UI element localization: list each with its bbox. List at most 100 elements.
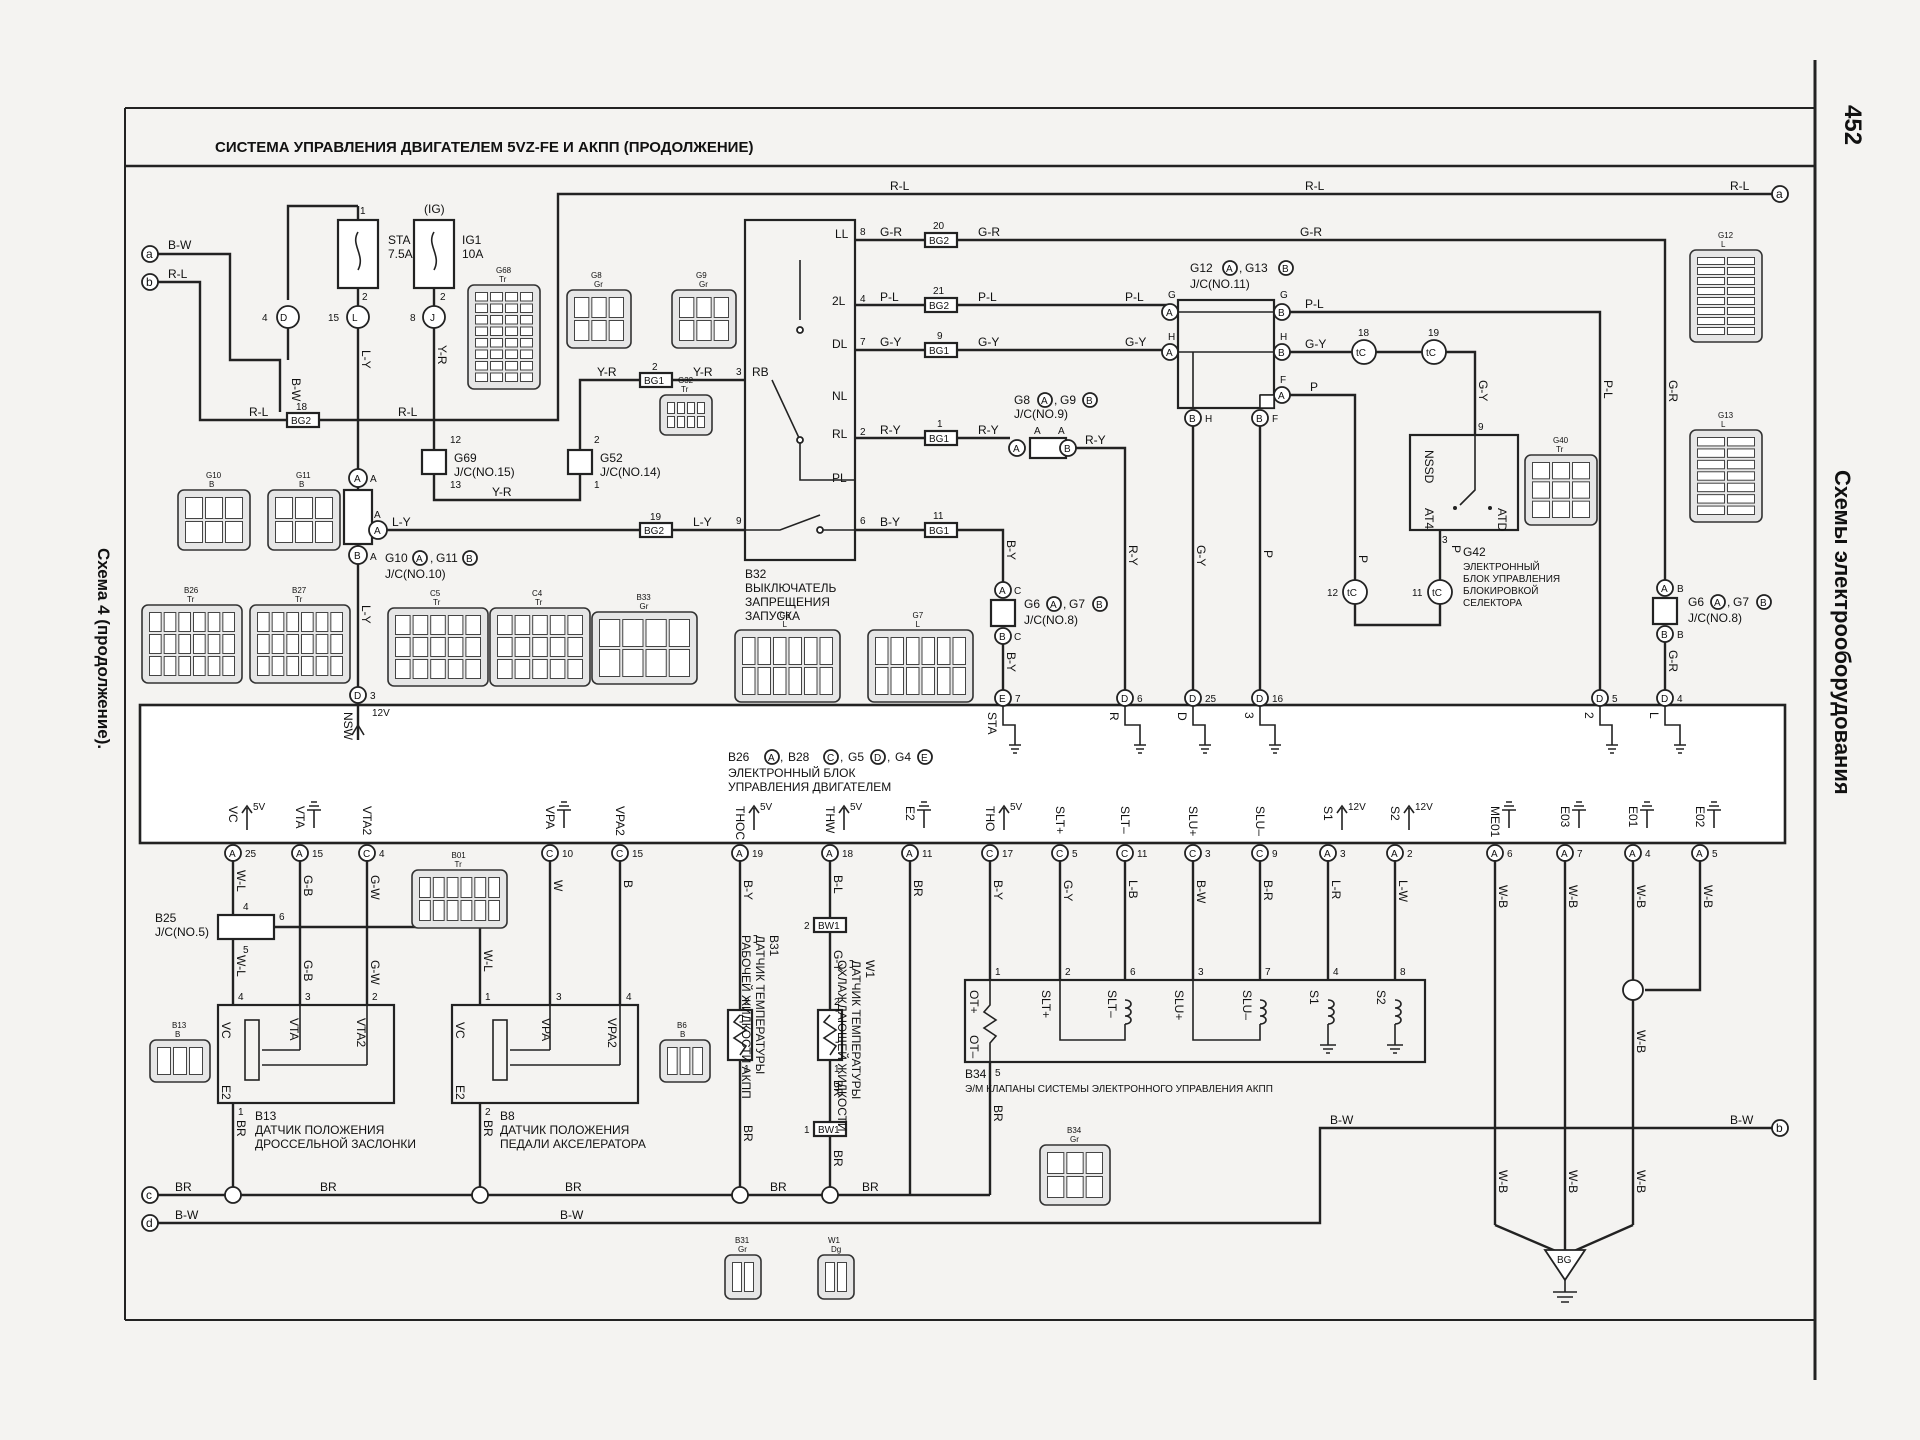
svg-text:H: H	[1168, 332, 1175, 343]
svg-text:Tr: Tr	[187, 595, 195, 604]
svg-text:,: ,	[430, 551, 433, 565]
side-title: Схемы электрооборудования	[1830, 470, 1855, 795]
svg-text:6: 6	[1130, 967, 1136, 978]
svg-text:BG2: BG2	[644, 526, 664, 537]
svg-text:Tr: Tr	[499, 275, 507, 284]
svg-text:STA: STA	[985, 712, 999, 734]
svg-text:11: 11	[1137, 849, 1148, 860]
svg-text:A: A	[296, 849, 303, 860]
svg-text:A: A	[374, 510, 381, 521]
ecu-pin-label: THW	[823, 806, 837, 834]
svg-text:D: D	[354, 691, 361, 702]
svg-text:LL: LL	[835, 227, 849, 241]
wire-b-rl	[158, 280, 330, 422]
svg-text:D: D	[1189, 694, 1196, 705]
svg-text:W-B: W-B	[1634, 1170, 1648, 1193]
ecu-ref-b26: B26	[728, 750, 750, 764]
svg-text:2: 2	[372, 992, 378, 1003]
svg-text:A: A	[1034, 426, 1041, 437]
svg-text:3: 3	[736, 367, 742, 378]
ecu-pin-label: VPA2	[613, 806, 627, 836]
ecu-pin-label: VPA	[543, 806, 557, 829]
b32-neutral-start-switch	[743, 218, 857, 562]
svg-text:A: A	[1278, 391, 1285, 402]
svg-text:G-R: G-R	[1300, 225, 1322, 239]
svg-text:R-L: R-L	[1730, 179, 1750, 193]
svg-text:tC: tC	[1356, 348, 1366, 359]
svg-text:2: 2	[362, 292, 368, 303]
svg-text:SLT+: SLT+	[1039, 990, 1053, 1018]
svg-text:B13: B13	[172, 1021, 187, 1030]
svg-text:E2: E2	[453, 1085, 467, 1100]
fuse-ig1	[412, 218, 456, 290]
svg-text:c: c	[146, 1188, 152, 1202]
svg-text:A: A	[1629, 849, 1636, 860]
ref-a-left: a	[141, 245, 159, 263]
ref-b-right: b	[1771, 1119, 1789, 1137]
page-number: 452	[1839, 105, 1866, 145]
ecu-pin-label: VTA	[293, 806, 307, 828]
svg-text:1: 1	[360, 206, 366, 217]
svg-text:G13: G13	[1245, 261, 1268, 275]
bg2-18	[285, 411, 321, 429]
svg-text:G40: G40	[1553, 436, 1569, 445]
svg-text:1: 1	[485, 992, 491, 1003]
svg-text:BR: BR	[481, 1120, 495, 1137]
svg-text:B-Y: B-Y	[1004, 540, 1018, 560]
svg-text:VC: VC	[453, 1022, 467, 1039]
svg-text:BG2: BG2	[929, 236, 949, 247]
svg-text:15: 15	[632, 849, 644, 860]
svg-text:D: D	[280, 313, 287, 324]
svg-text:R-Y: R-Y	[880, 423, 901, 437]
svg-text:C: C	[1256, 849, 1263, 860]
svg-text:A: A	[370, 552, 377, 563]
svg-text:Gr: Gr	[594, 280, 603, 289]
svg-text:J: J	[430, 313, 435, 324]
svg-text:ЗАПУСКА: ЗАПУСКА	[745, 609, 800, 623]
svg-text:9: 9	[1478, 422, 1484, 433]
svg-text:ДРОССЕЛЬНОЙ ЗАСЛОНКИ: ДРОССЕЛЬНОЙ ЗАСЛОНКИ	[255, 1136, 416, 1151]
ecu-pin-label: S1	[1321, 806, 1335, 821]
svg-text:20: 20	[933, 221, 945, 232]
svg-text:ВЫКЛЮЧАТЕЛЬ: ВЫКЛЮЧАТЕЛЬ	[745, 581, 836, 595]
svg-text:Gr: Gr	[738, 1245, 747, 1254]
svg-text:W-B: W-B	[1566, 1170, 1580, 1193]
svg-text:12V: 12V	[1348, 802, 1366, 813]
svg-text:G-Y: G-Y	[880, 335, 901, 349]
svg-text:17: 17	[1002, 849, 1014, 860]
svg-text:12: 12	[1327, 588, 1339, 599]
svg-text:B-W: B-W	[1194, 880, 1208, 904]
svg-text:B: B	[1278, 348, 1285, 359]
svg-text:B: B	[1256, 414, 1263, 425]
svg-text:15: 15	[328, 313, 340, 324]
svg-text:D: D	[1596, 694, 1603, 705]
svg-text:A: A	[999, 586, 1006, 597]
svg-text:NL: NL	[832, 389, 848, 403]
svg-text:2L: 2L	[832, 294, 846, 308]
svg-text:SLT–: SLT–	[1105, 990, 1119, 1018]
svg-text:4: 4	[1677, 694, 1683, 705]
svg-text:L-Y: L-Y	[359, 605, 373, 624]
svg-text:,: ,	[1727, 595, 1730, 609]
svg-text:8: 8	[860, 227, 866, 238]
svg-text:NSW: NSW	[341, 712, 355, 741]
svg-text:Y-R: Y-R	[693, 365, 713, 379]
svg-text:BR: BR	[831, 1080, 845, 1097]
svg-text:OT+: OT+	[967, 990, 981, 1014]
connector-g6: G6L	[734, 611, 841, 703]
svg-text:БЛОКИРОВКОЙ: БЛОКИРОВКОЙ	[1463, 584, 1539, 597]
w1-coolant-temp-sensor	[816, 1008, 844, 1062]
svg-text:Y-R: Y-R	[492, 485, 512, 499]
svg-text:3: 3	[1198, 967, 1204, 978]
svg-text:P-L: P-L	[1305, 297, 1324, 311]
ref-d: d	[141, 1214, 159, 1232]
svg-text:ПЕДАЛИ АКСЕЛЕРАТОРА: ПЕДАЛИ АКСЕЛЕРАТОРА	[500, 1137, 646, 1151]
ecu-pin-label: E01	[1626, 806, 1640, 828]
b34-solenoid-valves	[963, 978, 1427, 1064]
svg-text:B26: B26	[184, 586, 199, 595]
svg-text:B: B	[354, 551, 361, 562]
svg-text:Tr: Tr	[535, 598, 543, 607]
